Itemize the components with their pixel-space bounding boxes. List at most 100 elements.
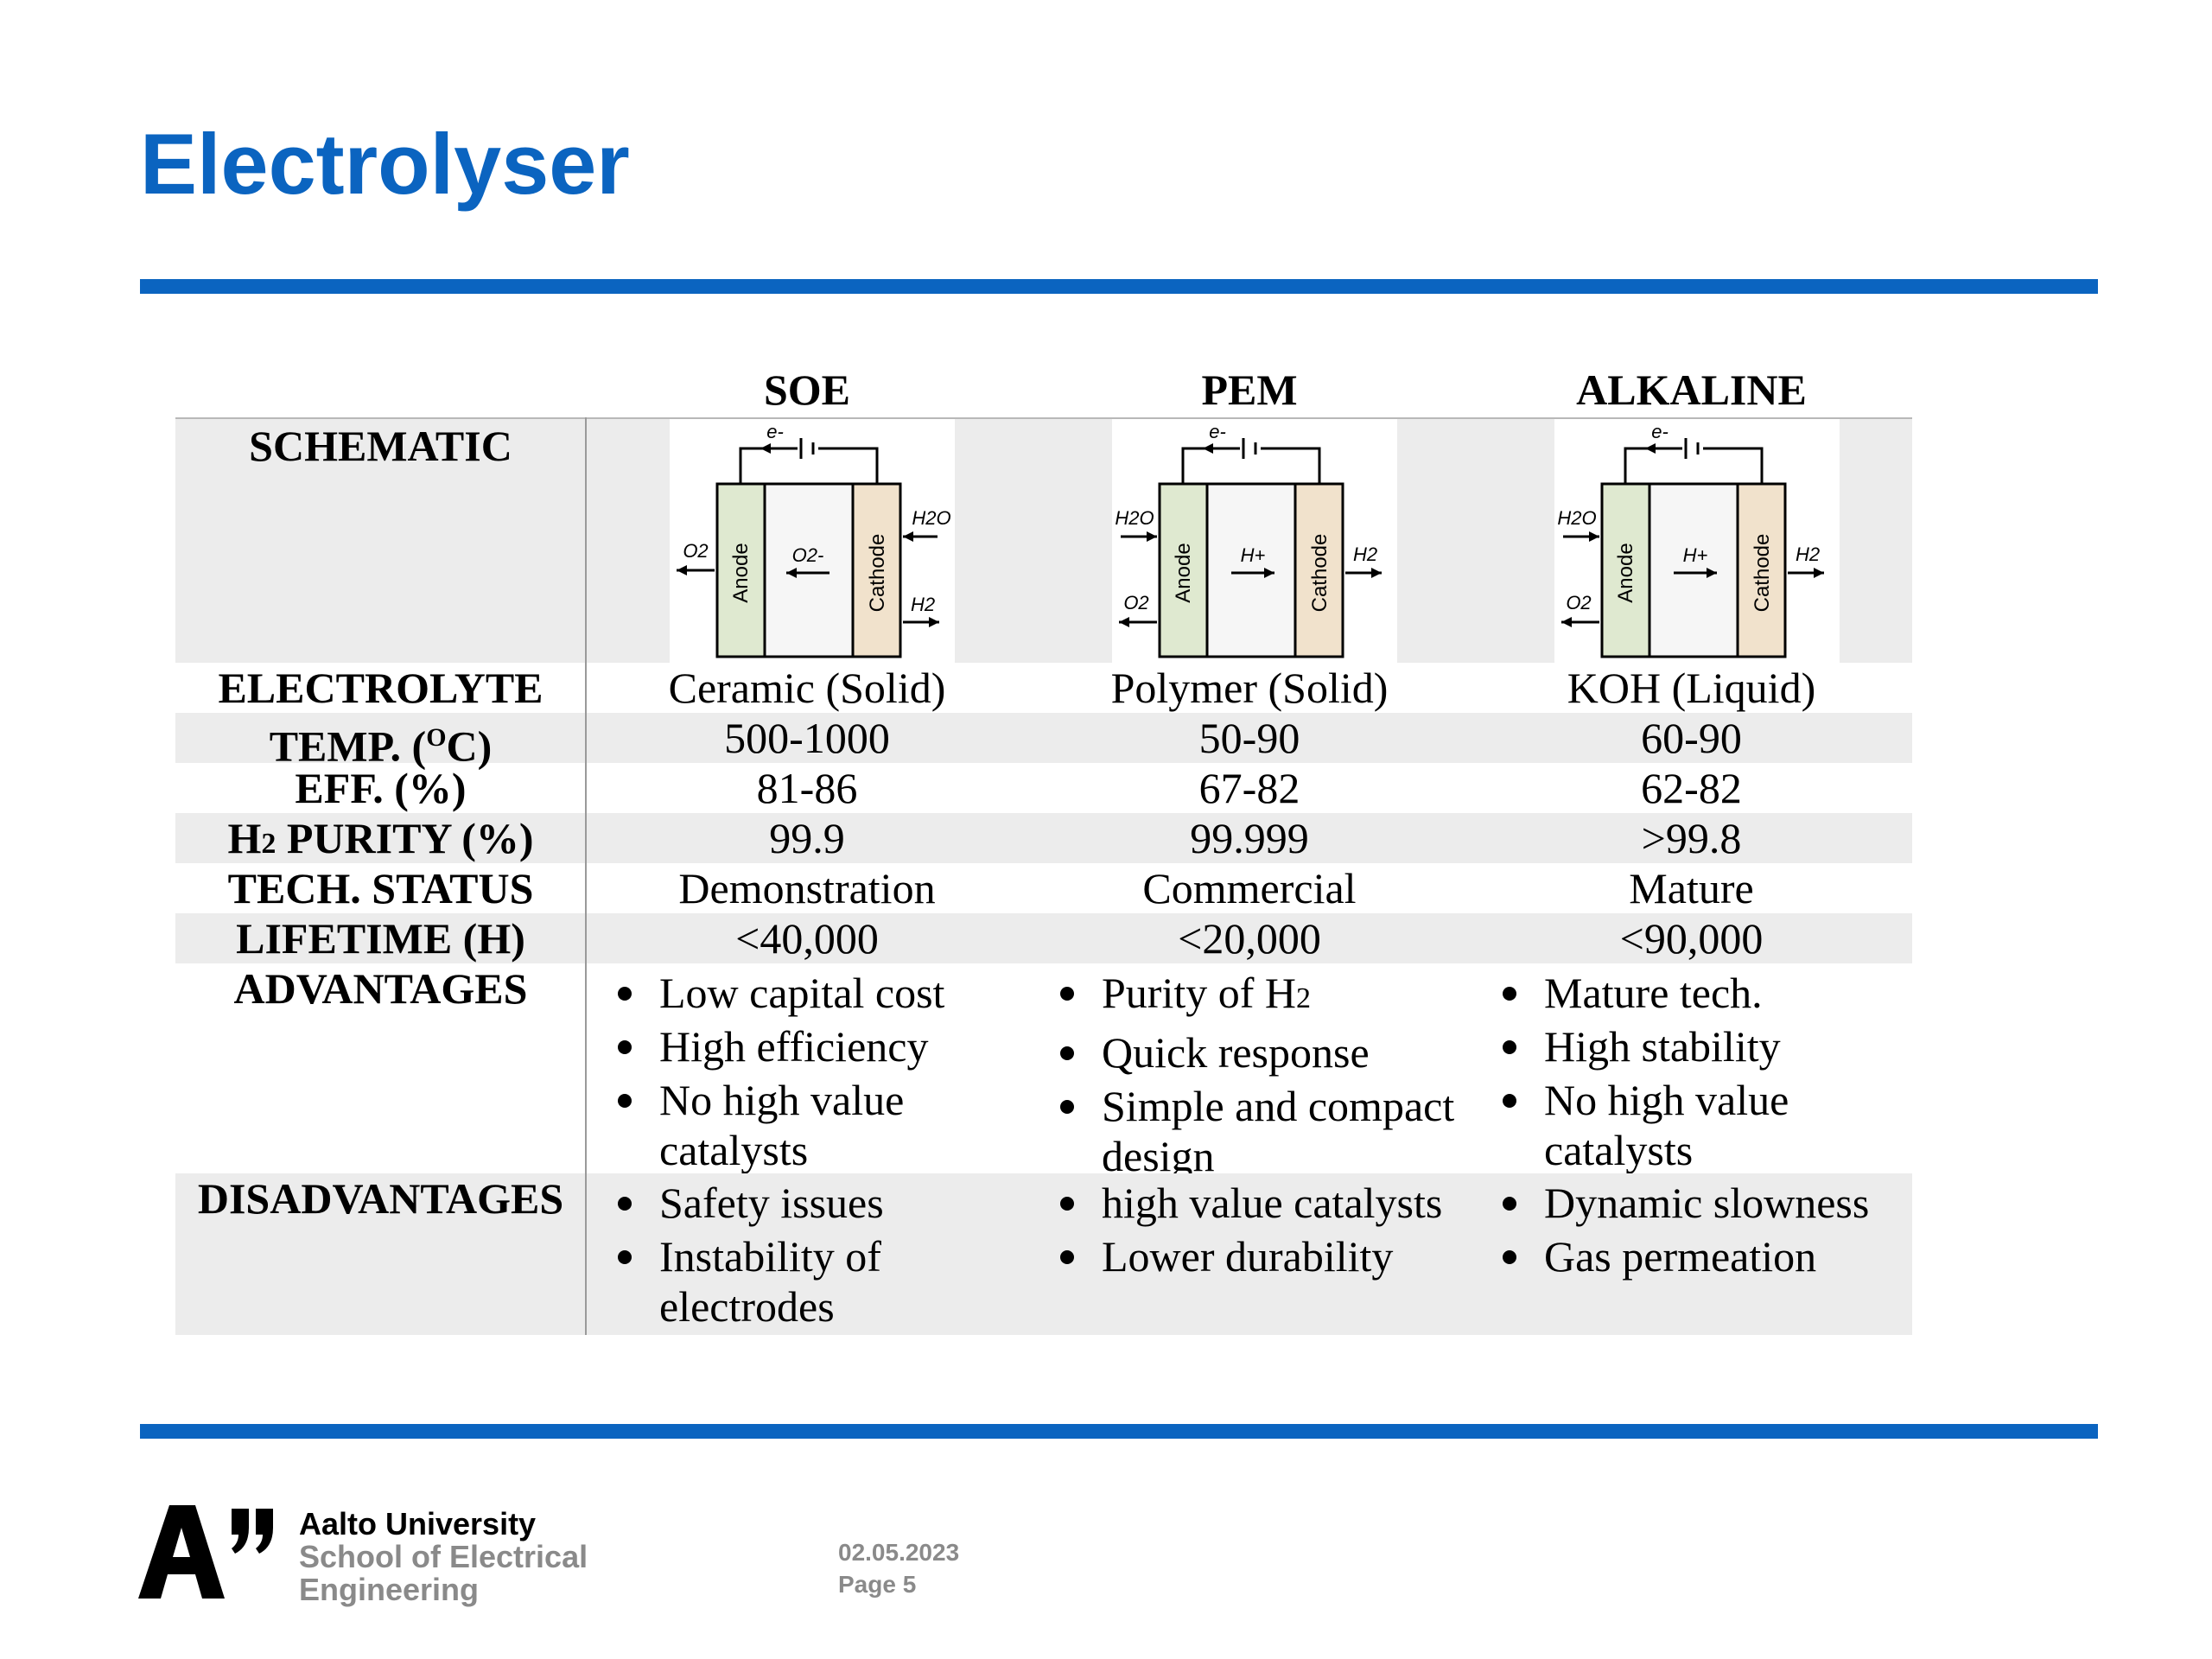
top-divider [140, 279, 2098, 294]
disadvantages-alkaline: Dynamic slowness Gas permeation [1494, 1178, 1900, 1285]
lifetime-alkaline: <90,000 [1619, 914, 1764, 963]
electron-label: e- [766, 421, 784, 442]
list-item: Dynamic slowness [1494, 1178, 1900, 1228]
list-item: Safety issues [609, 1178, 1015, 1228]
cathode-label: Cathode [866, 534, 889, 613]
ion-arrow-head [1707, 568, 1717, 578]
list-item: Gas permeation [1494, 1231, 1900, 1281]
h2-out-arrow-head [1371, 568, 1382, 578]
row-purity: H2 PURITY (%) 99.9 99.999 >99.8 [175, 813, 1912, 863]
purity-soe: 99.9 [769, 814, 845, 862]
h2-out-arrow-head [1814, 568, 1824, 578]
o2-out-arrow-head [677, 565, 687, 575]
tech-alkaline: Mature [1629, 864, 1754, 912]
row-label-tech: TECH. STATUS [227, 864, 534, 912]
row-electrolyte: ELECTROLYTE Ceramic (Solid) Polymer (Sol… [175, 663, 1912, 713]
electron-label: e- [1209, 421, 1226, 442]
h2-label: H2 [911, 594, 935, 615]
advantages-pem: Purity of H2 Quick response Simple and c… [1052, 968, 1466, 1185]
tech-pem: Commercial [1142, 864, 1357, 912]
o2-label: O2 [683, 540, 708, 562]
h2o-label: H2O [912, 507, 950, 529]
h2o-label: H2O [1115, 507, 1154, 529]
electrolyte-pem: Polymer (Solid) [1110, 664, 1389, 712]
electron-arrow-head [1203, 443, 1213, 454]
anode-label: Anode [729, 543, 753, 602]
row-label-advantages: ADVANTAGES [233, 964, 528, 1013]
list-item: high value catalysts [1052, 1178, 1466, 1228]
school-line-1: School of Electrical [299, 1539, 588, 1574]
list-item: No high value catalysts [609, 1075, 1015, 1175]
row-label-electrolyte: ELECTROLYTE [218, 664, 543, 712]
label-column-divider [585, 417, 587, 1335]
column-header-pem: PEM [1201, 365, 1298, 414]
electron-arrow-head [760, 443, 771, 454]
cathode-label: Cathode [1751, 534, 1774, 613]
list-item: Simple and compact design [1052, 1081, 1466, 1181]
column-header-alkaline: ALKALINE [1576, 365, 1807, 414]
disadvantages-soe: Safety issues Instability of electrodes [609, 1178, 1015, 1335]
page-number: Page 5 [838, 1571, 917, 1598]
o2-out-arrow-head [1119, 617, 1129, 627]
row-label-temp: TEMP. (OC) [269, 721, 493, 771]
advantages-alkaline: Mature tech. High stability No high valu… [1494, 968, 1900, 1179]
eff-alkaline: 62-82 [1641, 764, 1742, 812]
list-item: No high value catalysts [1494, 1075, 1900, 1175]
temp-pem: 50-90 [1198, 714, 1300, 762]
schematic-soe: Anode Cathode e- H2O H2 O2 O2- [670, 419, 955, 663]
anode-plate [1158, 482, 1209, 658]
row-label-purity: H2 PURITY (%) [227, 814, 534, 862]
ion-label: H+ [1683, 544, 1708, 566]
university-name: Aalto University School of Electrical En… [299, 1508, 588, 1606]
h2-label: H2 [1353, 543, 1377, 565]
list-item: Instability of electrodes [609, 1231, 1015, 1332]
row-lifetime: LIFETIME (H) <40,000 <20,000 <90,000 [175, 913, 1912, 963]
h2-label: H2 [1796, 543, 1820, 565]
ion-label: H+ [1241, 544, 1266, 566]
list-item: Quick response [1052, 1027, 1466, 1077]
o2-out-arrow-head [1561, 617, 1572, 627]
list-item: Lower durability [1052, 1231, 1466, 1281]
cathode-plate [1736, 482, 1787, 658]
electron-arrow-head [1645, 443, 1656, 454]
row-label-lifetime: LIFETIME (H) [236, 914, 525, 963]
temp-soe: 500-1000 [724, 714, 890, 762]
cathode-plate [1294, 482, 1344, 658]
row-advantages: ADVANTAGES Low capital cost High efficie… [175, 963, 1912, 1180]
row-tech-status: TECH. STATUS Demonstration Commercial Ma… [175, 863, 1912, 913]
h2o-in-arrow-head [1589, 531, 1599, 542]
row-disadvantages: DISADVANTAGES Safety issues Instability … [175, 1173, 1912, 1335]
o2-label: O2 [1123, 592, 1148, 613]
o2-label: O2 [1566, 592, 1591, 613]
slide-title: Electrolyser [140, 116, 630, 212]
lifetime-soe: <40,000 [735, 914, 879, 963]
electrolyte-alkaline: KOH (Liquid) [1567, 664, 1816, 712]
list-item: High stability [1494, 1021, 1900, 1071]
anode-plate [715, 482, 766, 658]
list-item: Mature tech. [1494, 968, 1900, 1018]
ion-label: O2- [792, 544, 824, 566]
row-label-eff: EFF. (%) [295, 764, 467, 812]
electrolyte-soe: Ceramic (Solid) [668, 664, 946, 712]
column-header-soe: SOE [763, 365, 851, 414]
header-rule [175, 417, 1912, 419]
row-label-disadvantages: DISADVANTAGES [197, 1174, 564, 1223]
anode-label: Anode [1614, 543, 1637, 602]
slide-meta: 02.05.2023 Page 5 [838, 1536, 959, 1600]
temp-alkaline: 60-90 [1641, 714, 1742, 762]
list-item: Low capital cost [609, 968, 1015, 1018]
purity-pem: 99.999 [1190, 814, 1309, 862]
ion-arrow-head [1264, 568, 1274, 578]
aalto-logo [138, 1505, 276, 1605]
university-line: Aalto University [299, 1506, 537, 1541]
school-line-2: Engineering [299, 1572, 480, 1607]
cathode-label: Cathode [1308, 534, 1332, 613]
disadvantages-pem: high value catalysts Lower durability [1052, 1178, 1466, 1285]
h2o-label: H2O [1557, 507, 1596, 529]
list-item: High efficiency [609, 1021, 1015, 1071]
row-efficiency: EFF. (%) 81-86 67-82 62-82 [175, 763, 1912, 813]
